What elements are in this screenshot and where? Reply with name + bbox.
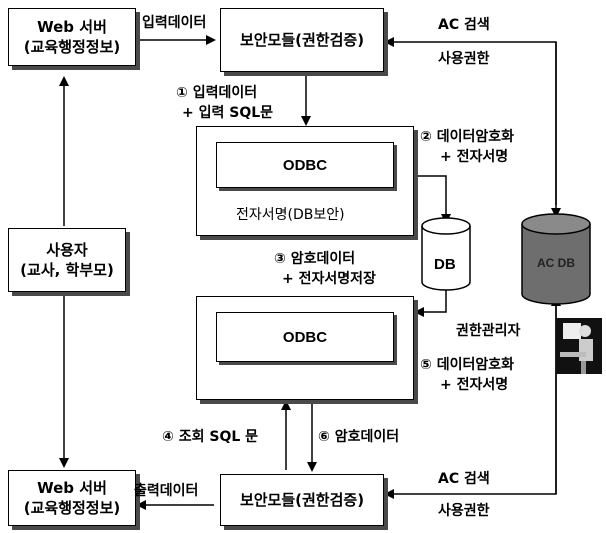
step6-label: ⑥ 암호데이터 xyxy=(318,429,400,445)
step5-label-line2: + 전자서명 xyxy=(440,377,509,393)
odbc-top-inner: ODBC xyxy=(216,142,394,188)
ac-db-label: AC DB xyxy=(537,256,575,270)
web-server-bottom-title: Web 서버 xyxy=(37,479,107,497)
db-security-caption: 전자서명(DB보안) xyxy=(236,207,345,223)
ac-search-top-label: AC 검색 xyxy=(438,17,490,33)
output-data-label: 출력데이터 xyxy=(134,483,199,499)
security-module-bottom-label: 보안모들(권한검증) xyxy=(239,491,365,509)
rights-admin-label: 권한관리자 xyxy=(456,323,521,339)
web-server-bottom-box: Web 서버 (교육행정정보) xyxy=(8,470,136,526)
input-data-label: 입력데이터 xyxy=(142,15,207,31)
security-module-bottom-box: 보안모들(권한검증) xyxy=(220,474,384,526)
user-box: 사용자 (교사, 학부모) xyxy=(8,228,126,292)
security-module-top-box: 보안모들(권한검증) xyxy=(220,8,384,72)
user-title: 사용자 xyxy=(46,241,88,259)
odbc-top-label: ODBC xyxy=(282,156,328,174)
usage-rights-bottom-label: 사용권한 xyxy=(438,503,490,519)
web-server-top-subtitle: (교육행정정보) xyxy=(23,38,121,56)
step3-label-line2: + 전자서명저장 xyxy=(282,271,376,287)
web-server-bottom-subtitle: (교육행정정보) xyxy=(23,499,121,517)
odbc-bottom-label: ODBC xyxy=(282,328,328,346)
step2-label-line2: + 전자서명 xyxy=(440,149,509,165)
ac-search-bottom-label: AC 검색 xyxy=(438,471,490,487)
step1-label-line1: ① 입력데이터 xyxy=(176,85,258,101)
arrow-step3 xyxy=(414,286,447,317)
admin-person-icon xyxy=(556,318,602,374)
step2-label-line1: ② 데이터암호화 xyxy=(420,129,515,145)
user-subtitle: (교사, 학부모) xyxy=(20,261,114,279)
web-server-top-box: Web 서버 (교육행정정보) xyxy=(8,8,136,66)
step5-label-line1: ⑤ 데이터암호화 xyxy=(420,357,515,373)
step4-label: ④ 조회 SQL 문 xyxy=(162,429,259,445)
step3-label-line1: ③ 암호데이터 xyxy=(274,251,356,267)
security-module-top-label: 보안모들(권한검증) xyxy=(239,31,365,49)
odbc-bottom-inner: ODBC xyxy=(216,312,394,362)
ac-db-cylinder xyxy=(521,213,591,305)
step1-label-line2: + 입력 SQL문 xyxy=(182,105,274,121)
usage-rights-top-label: 사용권한 xyxy=(438,51,490,67)
db-label: DB xyxy=(434,256,456,273)
db-cylinder xyxy=(421,217,471,291)
arrow-step2 xyxy=(414,175,451,224)
web-server-top-title: Web 서버 xyxy=(37,18,107,36)
